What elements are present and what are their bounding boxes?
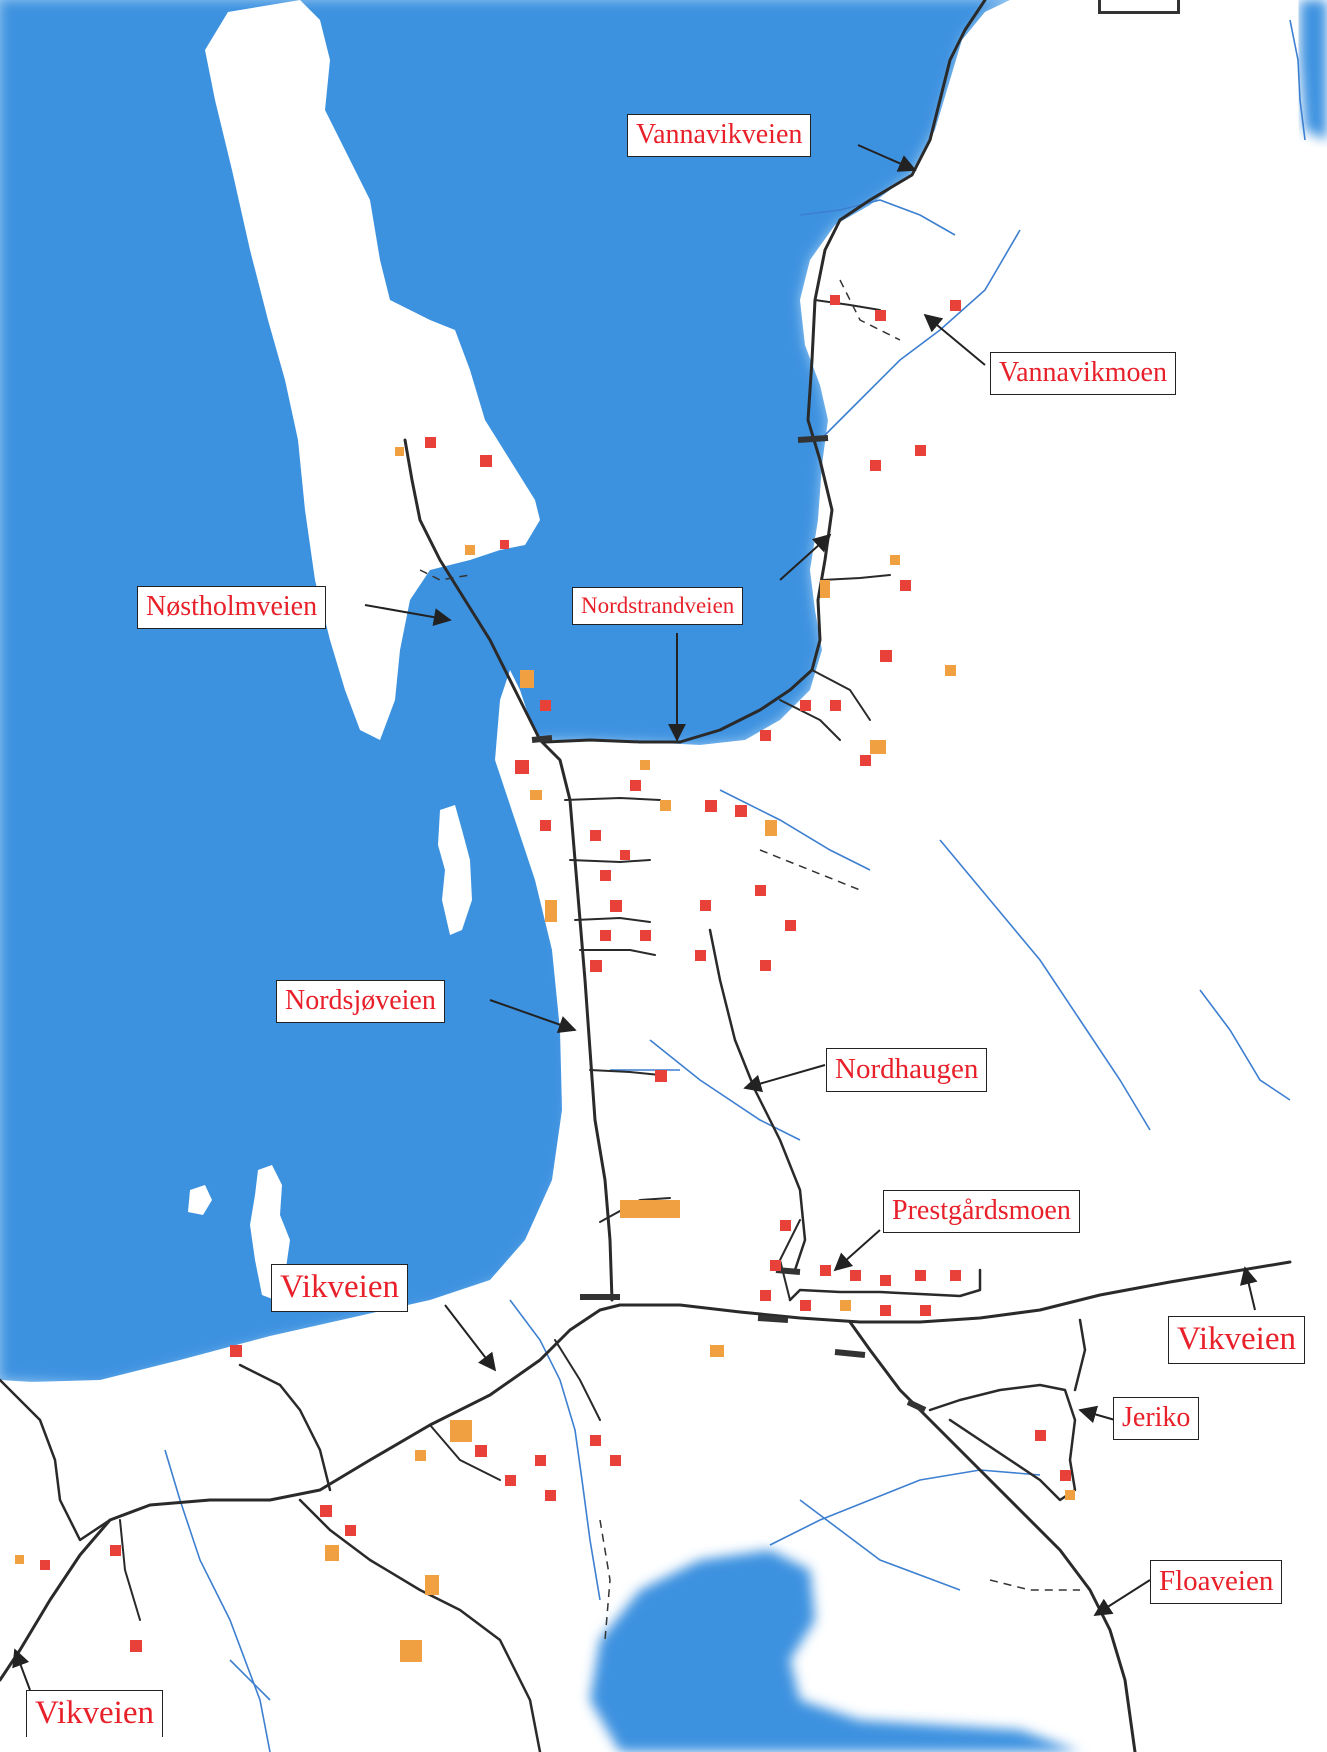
frame-corner bbox=[1098, 0, 1180, 14]
label-pointers bbox=[12, 144, 1258, 1691]
label-nordhaugen[interactable]: Nordhaugen bbox=[826, 1048, 988, 1092]
water-south-lake bbox=[590, 1550, 1080, 1752]
water-east-strip bbox=[1300, 0, 1327, 140]
paths-dashed bbox=[419, 279, 1080, 1641]
label-vikveien-center[interactable]: Vikveien bbox=[271, 1264, 408, 1312]
label-nostholmveien[interactable]: Nøstholmveien bbox=[137, 586, 327, 629]
label-floaveien[interactable]: Floaveien bbox=[1150, 1560, 1283, 1604]
land-peninsula bbox=[205, 0, 540, 740]
roads bbox=[0, 0, 1292, 1752]
label-vannavikmoen[interactable]: Vannavikmoen bbox=[990, 352, 1176, 395]
label-vikveien-east[interactable]: Vikveien bbox=[1168, 1316, 1305, 1364]
label-prestgardsmoen[interactable]: Prestgårdsmoen bbox=[883, 1190, 1080, 1233]
label-vannavikveien[interactable]: Vannavikveien bbox=[627, 114, 812, 157]
label-vikveien-southwest[interactable]: Vikveien bbox=[26, 1690, 163, 1737]
streams bbox=[164, 19, 1306, 1752]
buildings bbox=[15, 295, 1075, 1662]
label-nordstrandveien[interactable]: Nordstrandveien bbox=[572, 587, 744, 625]
label-jeriko[interactable]: Jeriko bbox=[1113, 1397, 1200, 1440]
label-nordsjoveien[interactable]: Nordsjøveien bbox=[276, 980, 445, 1023]
